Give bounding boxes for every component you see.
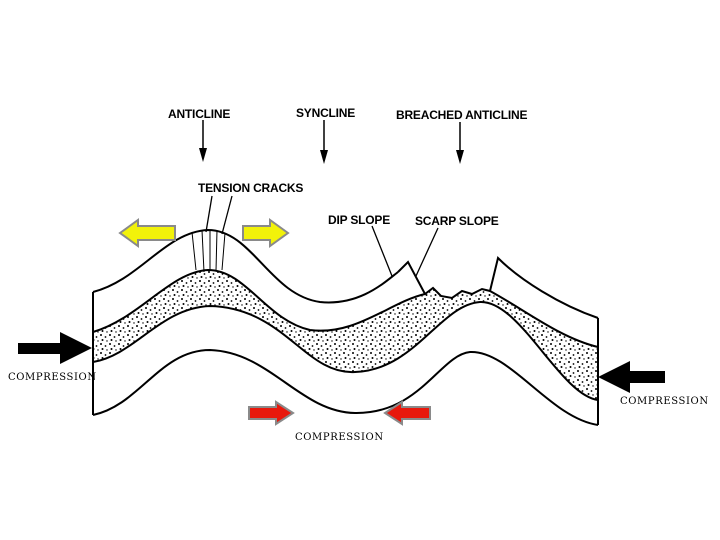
breached-anticline-label: BREACHED ANTICLINE xyxy=(396,108,527,122)
tension-cracks-label: TENSION CRACKS xyxy=(198,181,303,195)
stippled-layer xyxy=(93,270,598,400)
compression-label-bottom: COMPRESSION xyxy=(295,432,384,443)
dip-slope-pointer xyxy=(371,225,393,277)
compression-arrow-bottom-left xyxy=(383,400,431,426)
fold-line-bottom xyxy=(92,348,599,426)
compression-arrow-bottom-right xyxy=(248,400,295,426)
compression-arrow-left xyxy=(18,332,92,364)
tension-cracks-pointer xyxy=(205,195,233,235)
scarp-slope-label: SCARP SLOPE xyxy=(415,214,499,228)
fold-line-layer2 xyxy=(92,300,599,401)
tension-arrow-left xyxy=(118,218,176,248)
fold-line-top xyxy=(92,228,399,304)
scarp-slope-pointer xyxy=(415,227,439,277)
syncline-label: SYNCLINE xyxy=(296,106,355,120)
breached-anticline-scarp xyxy=(489,256,599,319)
compression-label-right: COMPRESSION xyxy=(620,396,709,407)
anticline-label: ANTICLINE xyxy=(168,107,230,121)
tension-cracks-lines xyxy=(191,229,226,273)
anticline-pointer xyxy=(199,120,207,162)
tension-arrow-right xyxy=(242,218,290,248)
dip-slope-label: DIP SLOPE xyxy=(328,213,390,227)
scarp-slope-outline xyxy=(397,260,426,295)
breached-anticline-pointer xyxy=(456,122,464,164)
compression-arrow-right xyxy=(598,361,665,393)
fold-line-layer1 xyxy=(92,268,599,348)
compression-label-left: COMPRESSION xyxy=(8,372,97,383)
syncline-pointer xyxy=(320,120,328,164)
